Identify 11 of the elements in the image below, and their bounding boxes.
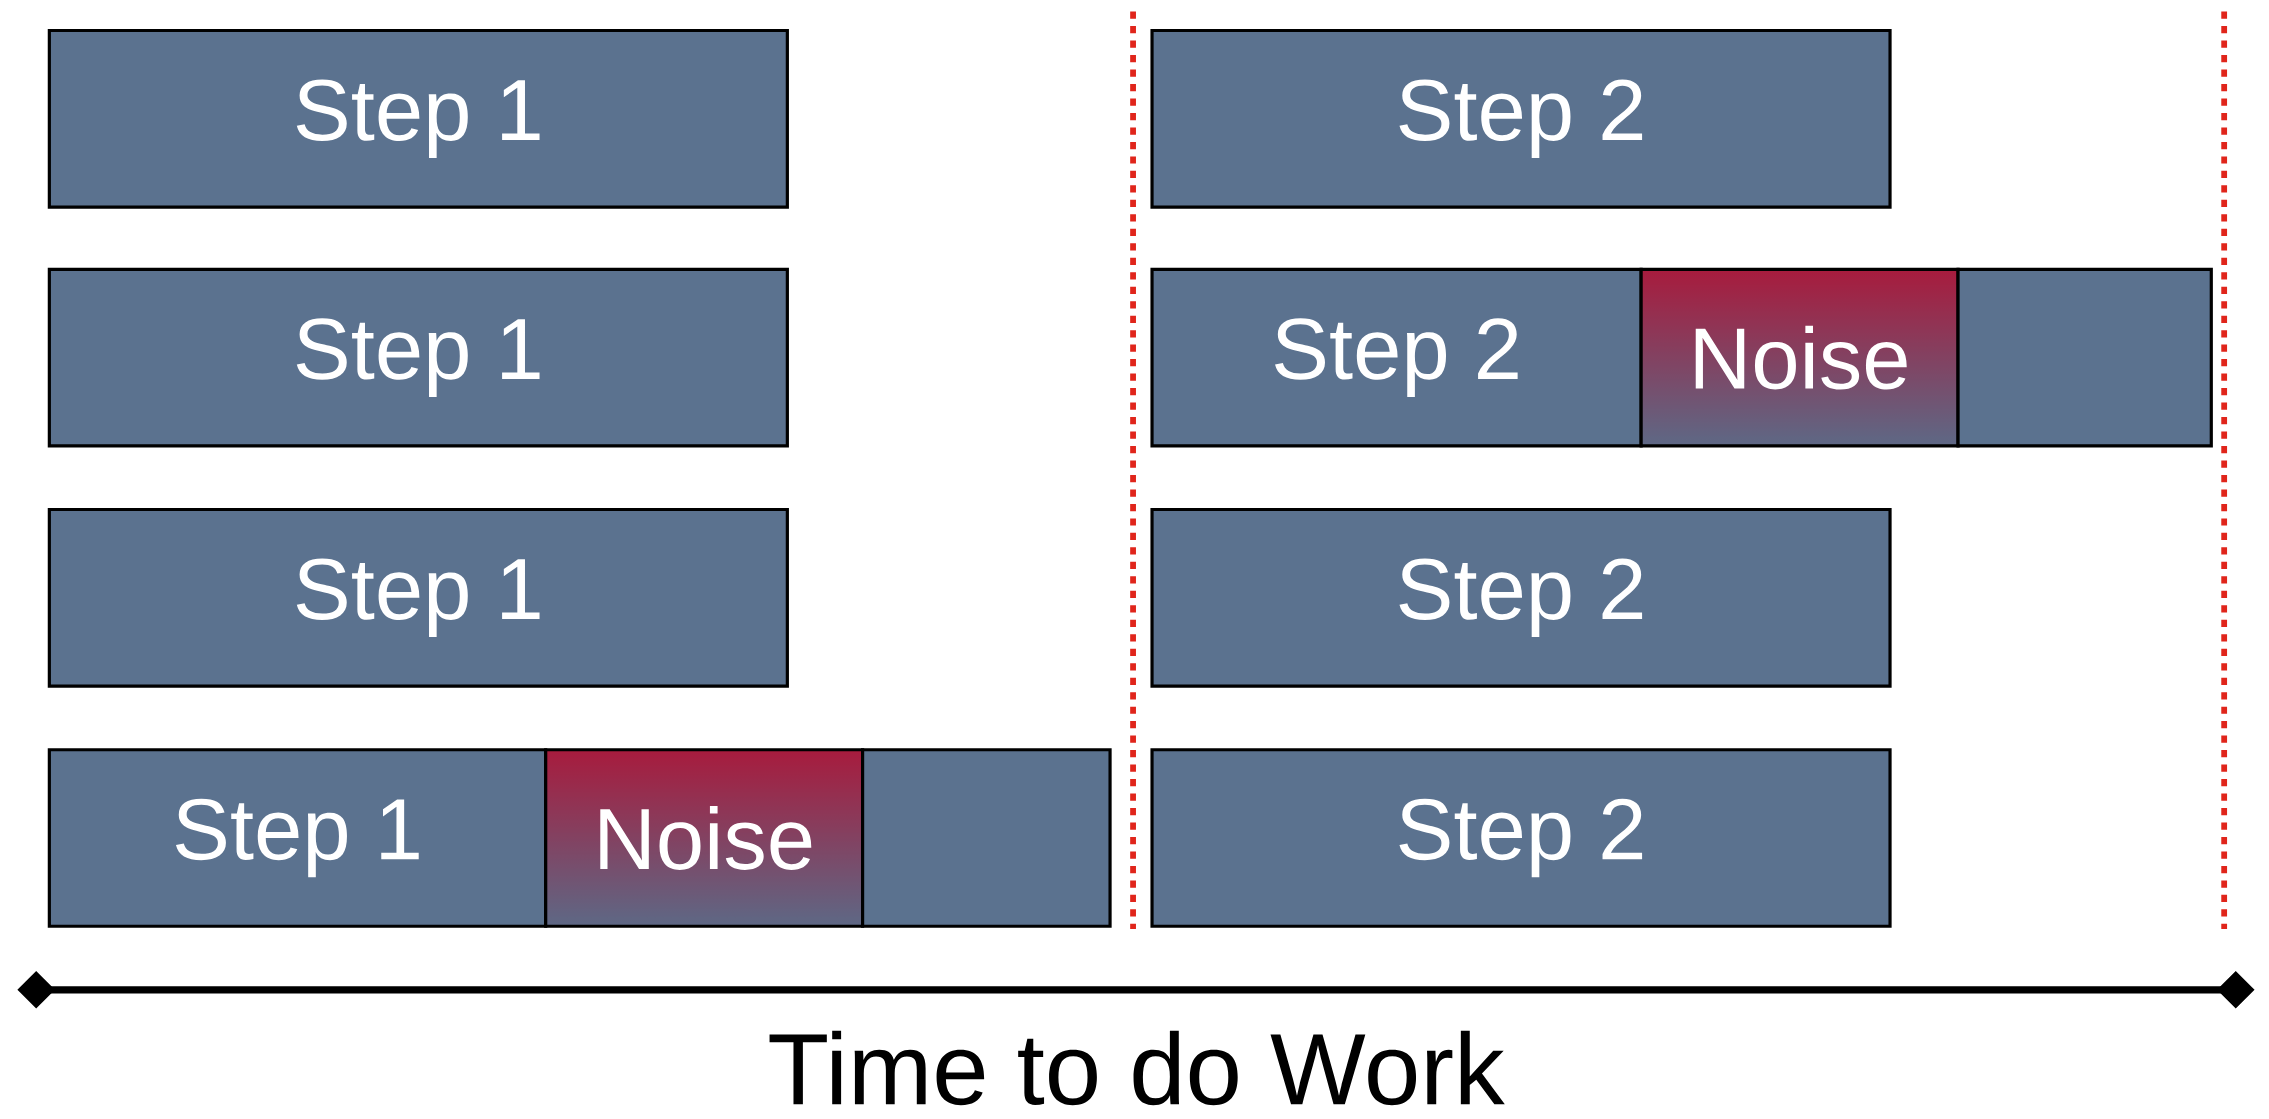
- step-bar: Step 2: [1150, 29, 1892, 209]
- axis-label: Time to do Work: [769, 1030, 1505, 1106]
- step-bar: Step 2: [1150, 748, 1892, 929]
- noise-segment: Noise: [544, 748, 865, 929]
- step-bar: Step 1: [47, 29, 789, 209]
- noise-segment: Noise: [1639, 267, 1960, 448]
- step-bar: Step 1: [47, 508, 789, 688]
- step-bar: Step 1: [47, 267, 789, 448]
- step-bar: Step 1: [47, 748, 548, 929]
- step-bar: Step 2: [1150, 508, 1892, 688]
- step-bar: Step 2: [1150, 267, 1643, 448]
